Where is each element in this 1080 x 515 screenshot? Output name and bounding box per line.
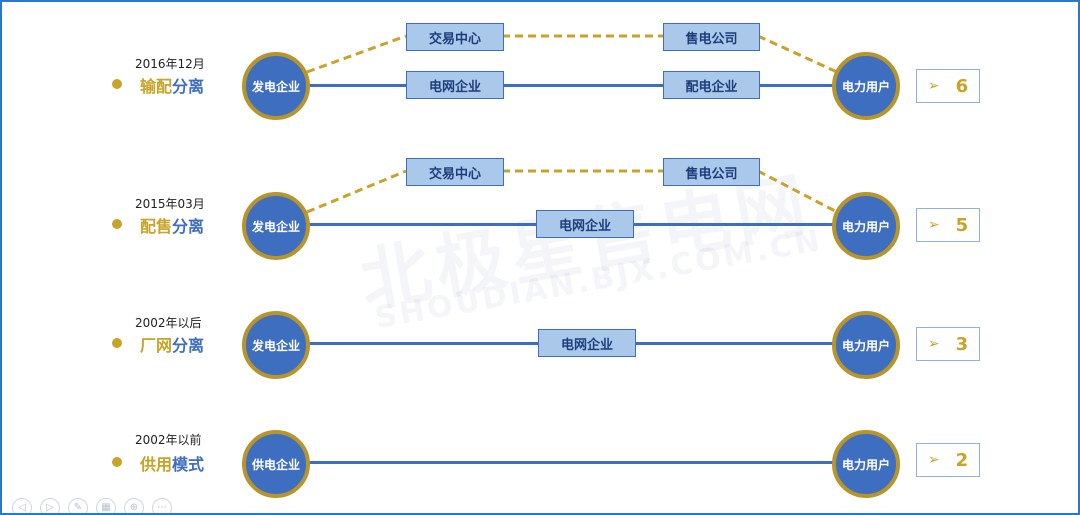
row-distribution-retail-separation: 2015年03月 配售分离 发电企业 电力用户 交易中心 售电公司 电网企业 ➢…: [2, 157, 1078, 277]
node-left: 供电企业: [242, 430, 310, 498]
solid-connector: [307, 84, 837, 87]
row-transmission-distribution-separation: 2016年12月 输配分离 发电企业 电力用户 交易中心 售电公司 电网企业 配…: [2, 22, 1078, 142]
row-title: 厂网分离: [140, 332, 204, 356]
row-title-blue: 模式: [172, 455, 205, 474]
pen-icon[interactable]: ✎: [68, 498, 88, 513]
row-title-gold: 厂网: [140, 336, 173, 355]
node-right: 电力用户: [832, 52, 900, 120]
next-icon[interactable]: ▷: [40, 498, 60, 513]
node-right: 电力用户: [832, 192, 900, 260]
box-trading-center: 交易中心: [406, 158, 504, 186]
row-title-gold: 供用: [140, 455, 173, 474]
zoom-icon[interactable]: ⊕: [124, 498, 144, 513]
node-left: 发电企业: [242, 52, 310, 120]
row-year: 2002年以前: [135, 433, 202, 447]
participant-count: ➢ 3: [916, 327, 980, 361]
arrowhead-icon: ➢: [927, 452, 940, 468]
row-supply-use-mode: 2002年以前 供用模式 供电企业 电力用户 ➢ 2: [2, 407, 1078, 513]
bullet-icon: [112, 219, 122, 229]
box-distribution-company: 配电企业: [663, 71, 760, 99]
box-retail-company: 售电公司: [663, 23, 760, 51]
row-title-blue: 分离: [172, 217, 205, 236]
box-grid-company: 电网企业: [406, 71, 504, 99]
arrowhead-icon: ➢: [927, 78, 940, 94]
more-icon[interactable]: ⋯: [152, 498, 172, 513]
count-value: 3: [955, 333, 969, 355]
bullet-icon: [112, 457, 122, 467]
row-title: 供用模式: [140, 451, 204, 475]
box-trading-center: 交易中心: [406, 23, 504, 51]
row-year: 2016年12月: [135, 57, 205, 71]
row-year: 2015年03月: [135, 197, 205, 211]
previous-icon[interactable]: ◁: [12, 498, 32, 513]
node-left: 发电企业: [242, 192, 310, 260]
solid-connector: [307, 461, 837, 464]
row-title-blue: 分离: [172, 77, 205, 96]
row-title-blue: 分离: [172, 336, 205, 355]
count-value: 5: [955, 214, 969, 236]
node-left: 发电企业: [242, 311, 310, 379]
node-right: 电力用户: [832, 311, 900, 379]
participant-count: ➢ 2: [916, 443, 980, 477]
count-value: 2: [955, 449, 969, 471]
node-right: 电力用户: [832, 430, 900, 498]
participant-count: ➢ 6: [916, 69, 980, 103]
slides-icon[interactable]: ▦: [96, 498, 116, 513]
row-title-gold: 输配: [140, 77, 173, 96]
dashed-connector: [306, 169, 838, 214]
row-title-gold: 配售: [140, 217, 173, 236]
bullet-icon: [112, 79, 122, 89]
dashed-connector: [306, 34, 838, 74]
slide-toolbar: ◁ ▷ ✎ ▦ ⊕ ⋯: [12, 498, 172, 513]
arrowhead-icon: ➢: [927, 336, 940, 352]
row-title: 配售分离: [140, 213, 204, 237]
bullet-icon: [112, 338, 122, 348]
count-value: 6: [955, 75, 969, 97]
box-grid-company: 电网企业: [536, 210, 634, 238]
box-retail-company: 售电公司: [663, 158, 760, 186]
row-title: 输配分离: [140, 73, 204, 97]
participant-count: ➢ 5: [916, 208, 980, 242]
arrowhead-icon: ➢: [927, 217, 940, 233]
row-year: 2002年以后: [135, 316, 202, 330]
row-plant-grid-separation: 2002年以后 厂网分离 发电企业 电力用户 电网企业 ➢ 3: [2, 292, 1078, 412]
box-grid-company: 电网企业: [538, 329, 636, 357]
